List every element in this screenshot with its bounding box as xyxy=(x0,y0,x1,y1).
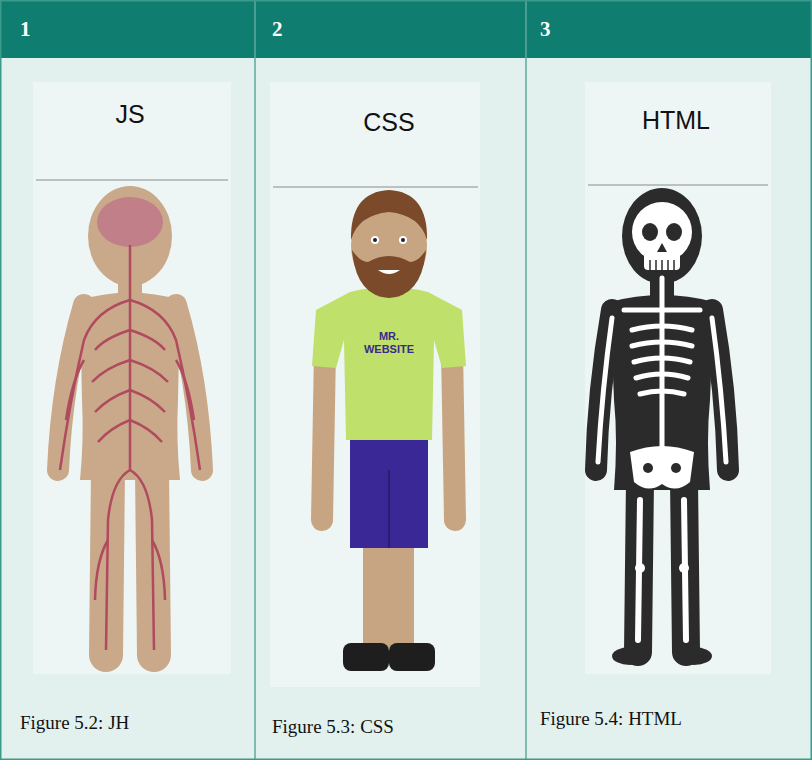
column-title: CSS xyxy=(294,108,484,137)
shirt-text: MR. WEBSITE xyxy=(356,330,422,356)
column-number: 2 xyxy=(272,17,283,42)
column-title: JS xyxy=(40,100,220,129)
figure-caption: Figure 5.4: HTML xyxy=(540,708,682,730)
figure-caption: Figure 5.3: CSS xyxy=(272,716,394,738)
column-number: 1 xyxy=(20,17,31,42)
column-title: HTML xyxy=(591,106,761,135)
figure-caption: Figure 5.2: JH xyxy=(20,712,129,734)
column-number: 3 xyxy=(540,17,551,42)
